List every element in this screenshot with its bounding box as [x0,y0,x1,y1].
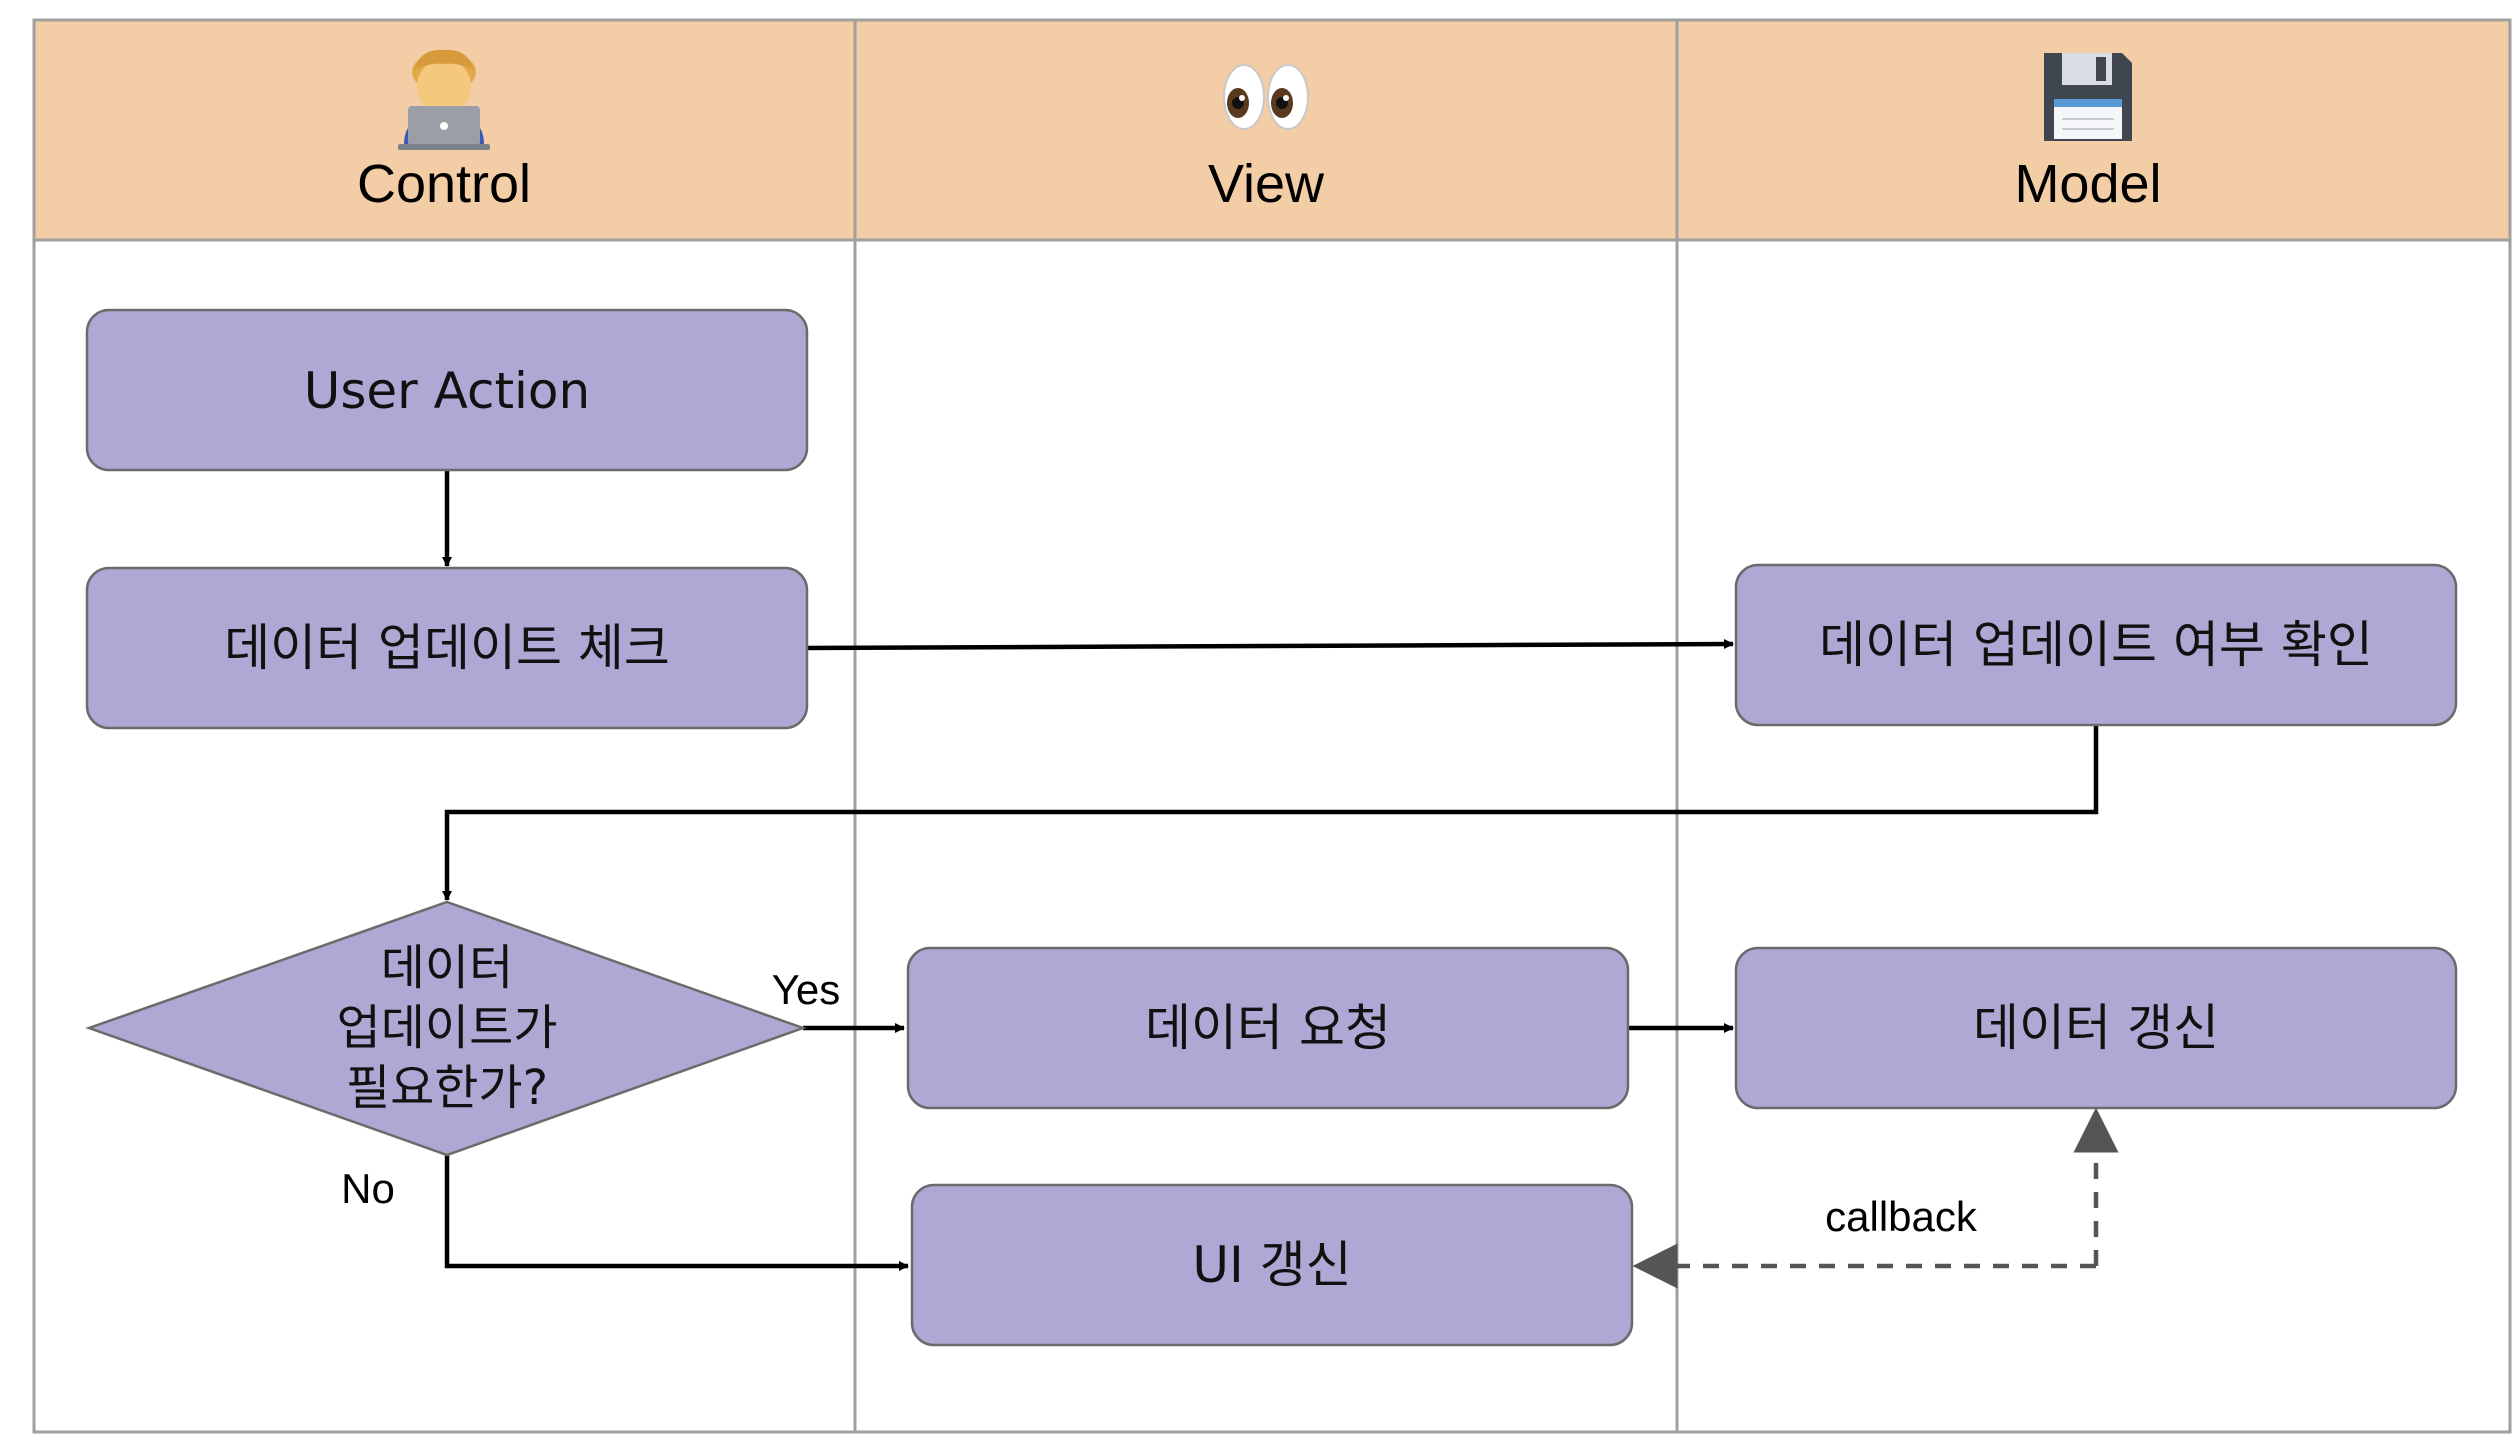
node-decision-line-1: 데이터 [381,940,513,996]
edge-label-callback: callback [1825,1193,1978,1240]
eyes-icon [1223,64,1309,130]
lane-title-view: View [1208,154,1325,214]
node-update-confirm-label: 데이터 업데이트 여부 확인 [1819,616,2373,674]
node-ui-refresh-label: UI 갱신 [1192,1236,1351,1294]
node-decision-line-3: 필요한가? [346,1060,548,1116]
node-ui-refresh: UI 갱신 [910,1183,1634,1347]
node-decision: 데이터 업데이트가 필요한가? [85,900,807,1157]
edge-update-check-to-confirm [805,639,1734,651]
lane-title-control: Control [357,154,531,214]
edge-label-no: No [341,1165,395,1212]
edge-confirm-to-decision [442,725,2099,901]
node-data-request: 데이터 요청 [906,946,1630,1110]
node-decision-line-2: 업데이트가 [337,1000,558,1056]
node-user-action-label: User Action [304,362,590,420]
node-update-confirm: 데이터 업데이트 여부 확인 [1734,563,2458,727]
node-data-request-label: 데이터 요청 [1145,999,1391,1057]
node-user-action: User Action [85,308,809,472]
lane-grid [32,18,2512,1434]
floppy-disk-icon [2044,53,2132,141]
lane-title-model: Model [2014,154,2161,214]
node-update-check-label: 데이터 업데이트 체크 [224,619,670,677]
node-data-refresh: 데이터 갱신 [1734,946,2458,1110]
technologist-icon [398,49,490,150]
edge-label-yes: Yes [772,966,841,1013]
edge-no-to-ui-refresh [444,1155,909,1271]
node-update-check: 데이터 업데이트 체크 [85,566,809,730]
node-data-refresh-label: 데이터 갱신 [1973,999,2219,1057]
